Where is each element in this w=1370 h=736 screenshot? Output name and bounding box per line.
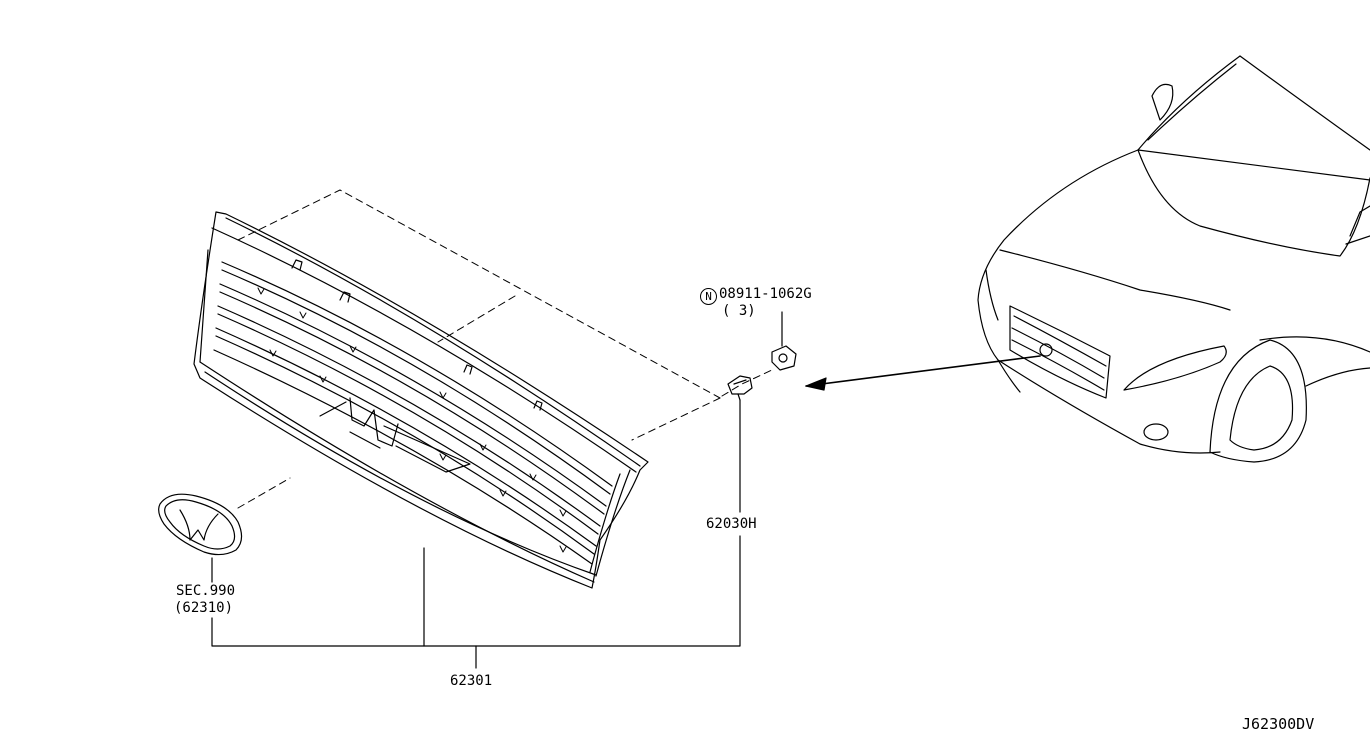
emblem-section-ref: SEC.990	[176, 583, 236, 599]
grille-teeth	[257, 287, 567, 553]
grille-part-number: 62301	[450, 673, 493, 689]
front-grille	[193, 211, 649, 589]
vehicle-outline	[977, 55, 1370, 463]
n-symbol: N	[700, 288, 717, 305]
nut-part-quantity: ( 3)	[722, 303, 756, 319]
location-arrow	[805, 355, 1041, 391]
assembly-dashed-lines	[237, 189, 773, 509]
grille-top-clips	[291, 259, 543, 411]
reference-bracket	[211, 535, 741, 669]
emblem-drawing	[158, 493, 243, 556]
grille-emblem-mount	[319, 397, 471, 473]
clip-drawing	[727, 375, 753, 401]
emblem-part-ref: (62310)	[174, 600, 234, 616]
grille-slats	[213, 261, 613, 565]
nut-drawing	[771, 345, 797, 371]
diagram-id: J62300DV	[1242, 715, 1315, 733]
clip-part-number: 62030H	[706, 516, 757, 532]
nut-part-number: 08911-1062G	[719, 286, 812, 302]
